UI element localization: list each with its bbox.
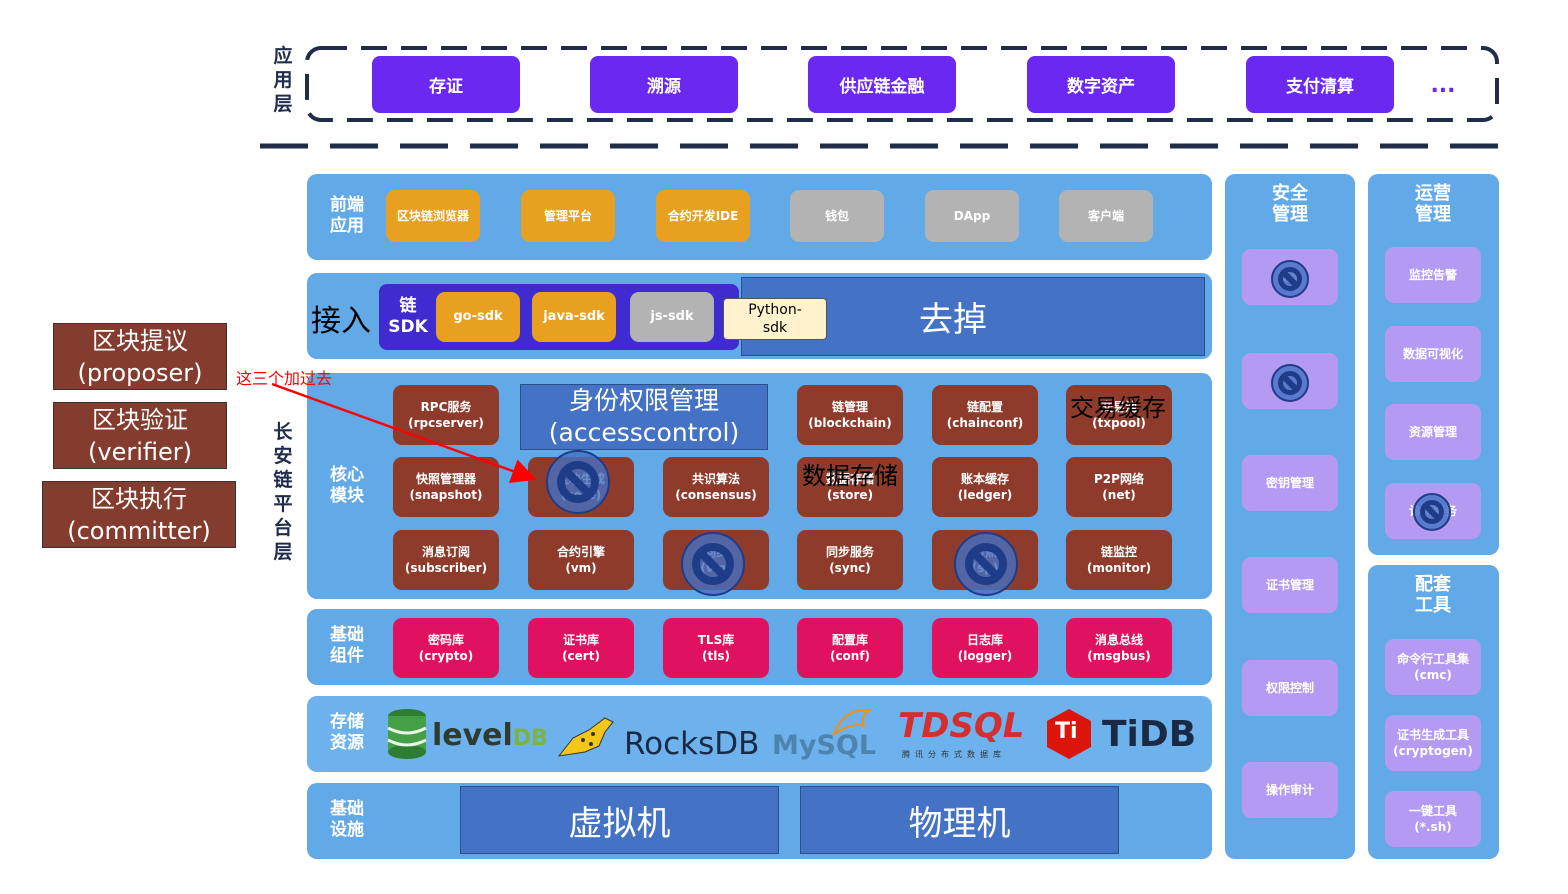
virtual-machine-box: 虚拟机 [460, 786, 779, 854]
access-label: 接入 [311, 304, 371, 339]
tx-cache-label: 交易缓存 [1070, 394, 1166, 422]
app-item-evidence[interactable]: 存证 [372, 56, 520, 113]
note-committer: 区块执行 (committer) [42, 481, 236, 548]
base-component[interactable]: 证书库 (cert) [528, 618, 634, 678]
python-sdk-box[interactable]: Python- sdk [723, 298, 827, 340]
core-module[interactable]: 共识算法 (consensus) [663, 457, 769, 517]
security-item[interactable]: 权限控制 [1242, 660, 1338, 716]
base-component[interactable]: TLS库 (tls) [663, 618, 769, 678]
application-layer [305, 44, 1501, 124]
tools-item[interactable]: 命令行工具集 (cmc) [1385, 639, 1481, 695]
app-item-supply-chain-finance[interactable]: 供应链金融 [808, 56, 956, 113]
base-components-label: 基础 组件 [330, 625, 364, 666]
base-component[interactable]: 密码库 (crypto) [393, 618, 499, 678]
core-module[interactable]: 链配置 (chainconf) [932, 385, 1038, 445]
security-item[interactable]: 操作审计 [1242, 762, 1338, 818]
sdk-item[interactable]: go-sdk [436, 292, 520, 342]
chain-sdk-label: 链 SDK [388, 296, 428, 337]
data-store-label: 数据存储 [802, 462, 898, 490]
annotation-arrow-label: 这三个加过去 [236, 369, 333, 388]
tools-item[interactable]: 证书生成工具 (cryptogen) [1385, 715, 1481, 771]
operations-item[interactable]: 资源管理 [1385, 404, 1481, 460]
leveldb-logo-suffix: DB [512, 726, 548, 751]
frontend-item[interactable]: 客户端 [1059, 190, 1153, 242]
operations-item[interactable]: 数据可视化 [1385, 326, 1481, 382]
prohibited-icon [546, 450, 610, 514]
physical-machine-box: 物理机 [800, 786, 1119, 854]
core-module[interactable]: 链监控 (monitor) [1066, 530, 1172, 590]
base-component[interactable]: 日志库 (logger) [932, 618, 1038, 678]
frontend-item[interactable]: 合约开发IDE [656, 190, 750, 242]
storage-label: 存储 资源 [330, 712, 364, 753]
core-module[interactable]: 数据存储 (store) [797, 457, 903, 517]
tools-item[interactable]: 一键工具 (*.sh) [1385, 791, 1481, 847]
operations-title: 运营 管理 [1415, 183, 1451, 225]
rocksdb-logo: RocksDB [624, 726, 760, 762]
annotation-arrow [271, 382, 537, 483]
app-item-traceability[interactable]: 溯源 [590, 56, 738, 113]
core-module[interactable]: 交易池 (txpool) [1066, 385, 1172, 445]
note-verifier: 区块验证 (verifier) [53, 402, 227, 469]
core-module[interactable]: 快照管理器 (snapshot) [393, 457, 499, 517]
infrastructure-label: 基础 设施 [330, 799, 364, 840]
security-item[interactable]: 证书管理 [1242, 557, 1338, 613]
tidb-hexagon-icon [1047, 709, 1091, 759]
tidb-logo: TiDB [1102, 714, 1197, 755]
rocksdb-cheetah-icon [557, 717, 614, 757]
leveldb-cylinder-icon [387, 709, 427, 759]
remove-label: 去掉 [919, 300, 987, 340]
core-module[interactable]: 消息订阅 (subscriber) [393, 530, 499, 590]
leveldb-logo: levelDB [432, 718, 548, 753]
core-module[interactable]: 同步服务 (sync) [797, 530, 903, 590]
base-component[interactable]: 消息总线 (msgbus) [1066, 618, 1172, 678]
security-item[interactable]: 密钥管理 [1242, 455, 1338, 511]
sdk-item[interactable]: java-sdk [532, 292, 616, 342]
app-item-digital-assets[interactable]: 数字资产 [1027, 56, 1175, 113]
tdsql-subtitle: 腾讯分布式数据库 [902, 750, 1006, 759]
layer-separator-line [260, 143, 1512, 149]
tools-title: 配套 工具 [1415, 574, 1451, 616]
base-component[interactable]: 配置库 (conf) [797, 618, 903, 678]
app-more-ellipsis: ... [1430, 72, 1456, 98]
mysql-dolphin-icon [832, 708, 874, 737]
core-module[interactable]: 账本缓存 (ledger) [932, 457, 1038, 517]
note-proposer: 区块提议 (proposer) [53, 323, 227, 390]
platform-layer-label: 长 安 链 平 台 层 [273, 421, 293, 563]
frontend-item[interactable]: 钱包 [790, 190, 884, 242]
identity-access-control-box: 身份权限管理 (accesscontrol) [520, 384, 768, 450]
prohibited-icon [1271, 364, 1309, 402]
frontend-label: 前端 应用 [330, 195, 364, 236]
sdk-item[interactable]: js-sdk [630, 292, 714, 342]
core-module[interactable]: 链管理 (blockchain) [797, 385, 903, 445]
application-layer-dashed-border [305, 46, 1499, 122]
mysql-logo: MySQL [772, 730, 877, 761]
frontend-item[interactable]: 区块链浏览器 [386, 190, 480, 242]
application-layer-label: 应 用 层 [273, 45, 293, 115]
app-item-payment-clearing[interactable]: 支付清算 [1246, 56, 1394, 113]
frontend-item[interactable]: DApp [925, 190, 1019, 242]
prohibited-icon [681, 532, 745, 596]
core-label: 核心 模块 [330, 465, 364, 506]
leveldb-logo-text: level [432, 718, 513, 753]
security-title: 安全 管理 [1272, 183, 1308, 225]
core-module[interactable]: P2P网络 (net) [1066, 457, 1172, 517]
tdsql-logo: TDSQL [898, 706, 1025, 746]
core-module[interactable]: 合约引擎 (vm) [528, 530, 634, 590]
frontend-item[interactable]: 管理平台 [521, 190, 615, 242]
prohibited-icon [954, 532, 1018, 596]
prohibited-icon [1271, 260, 1309, 298]
prohibited-icon [1413, 493, 1451, 531]
tidb-mark: Ti [1055, 719, 1078, 744]
operations-item[interactable]: 监控告警 [1385, 247, 1481, 303]
